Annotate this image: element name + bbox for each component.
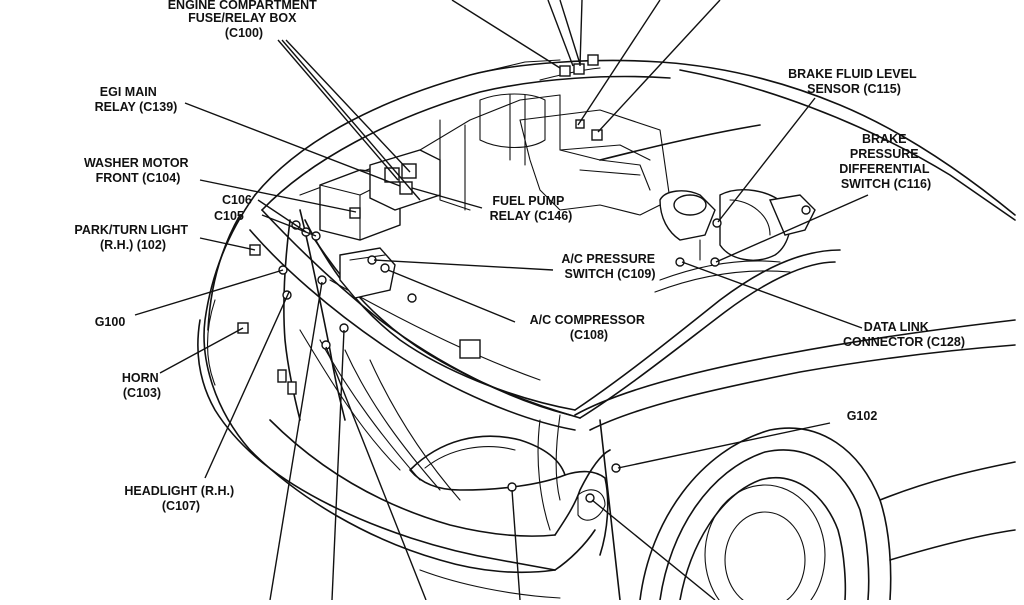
component-labels: ENGINE COMPARTMENT FUSE/RELAY BOX (C100)…	[74, 0, 965, 513]
label-line: (C108)	[570, 328, 608, 342]
label-line: HEADLIGHT (R.H.)	[124, 484, 234, 498]
label-line: C106	[222, 193, 252, 207]
label-brake-fluid-sensor: BRAKE FLUID LEVEL SENSOR (C115)	[788, 67, 920, 96]
label-egi-main-relay: EGI MAIN RELAY (C139)	[95, 85, 178, 114]
label-line: RELAY (C139)	[95, 100, 178, 114]
label-data-link-connector: DATA LINK CONNECTOR (C128)	[843, 320, 965, 349]
label-line: SWITCH (C109)	[565, 267, 656, 281]
label-line: ENGINE COMPARTMENT	[168, 0, 317, 12]
label-line: G100	[95, 315, 126, 329]
label-line: CONNECTOR (C128)	[843, 335, 965, 349]
label-line: RELAY (C146)	[490, 209, 573, 223]
label-line: FRONT (C104)	[96, 171, 181, 185]
label-line: BRAKE FLUID LEVEL	[788, 67, 917, 81]
label-line: DATA LINK	[864, 320, 929, 334]
label-line: FUEL PUMP	[492, 194, 564, 208]
label-c105: C105	[214, 209, 244, 223]
label-brake-pressure-switch: BRAKE PRESSURE DIFFERENTIAL SWITCH (C116…	[839, 132, 933, 191]
label-line: (R.H.) (102)	[100, 238, 166, 252]
label-line: PRESSURE	[850, 147, 919, 161]
label-line: G102	[847, 409, 878, 423]
label-line: BRAKE	[862, 132, 906, 146]
label-line: (C100)	[225, 26, 263, 40]
label-g100: G100	[95, 315, 126, 329]
label-ac-pressure-switch: A/C PRESSURE SWITCH (C109)	[561, 252, 658, 281]
label-park-turn-light: PARK/TURN LIGHT (R.H.) (102)	[74, 223, 191, 252]
label-line: (C103)	[123, 386, 161, 400]
label-horn: HORN (C103)	[122, 371, 162, 400]
label-washer-motor: WASHER MOTOR FRONT (C104)	[84, 156, 192, 185]
label-line: A/C COMPRESSOR	[530, 313, 645, 327]
label-g102: G102	[847, 409, 878, 423]
label-line: SENSOR (C115)	[807, 82, 901, 96]
leader-lines	[134, 0, 869, 601]
label-fuel-pump-relay: FUEL PUMP RELAY (C146)	[490, 194, 573, 223]
label-headlight: HEADLIGHT (R.H.) (C107)	[124, 484, 237, 513]
car-body	[197, 54, 1016, 605]
label-line: PARK/TURN LIGHT	[74, 223, 188, 237]
label-line: WASHER MOTOR	[84, 156, 189, 170]
label-line: (C107)	[162, 499, 200, 513]
label-line: FUSE/RELAY BOX	[188, 11, 297, 25]
label-line: SWITCH (C116)	[841, 177, 931, 191]
label-line: C105	[214, 209, 244, 223]
label-line: A/C PRESSURE	[561, 252, 655, 266]
label-line: DIFFERENTIAL	[839, 162, 930, 176]
label-line: EGI MAIN	[100, 85, 157, 99]
label-line: HORN	[122, 371, 159, 385]
label-ac-compressor: A/C COMPRESSOR (C108)	[530, 313, 649, 342]
label-c106: C106	[222, 193, 252, 207]
label-engine-fuse-box: ENGINE COMPARTMENT FUSE/RELAY BOX (C100)	[168, 0, 321, 40]
